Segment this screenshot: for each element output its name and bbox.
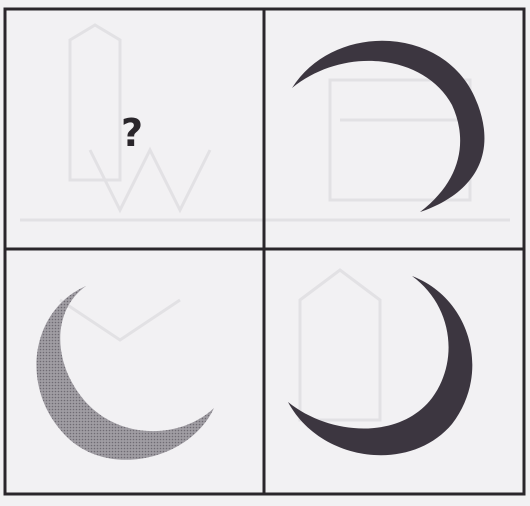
crescent-bottom-right [288, 276, 473, 456]
crescent-bottom-left [36, 286, 215, 460]
crescent-top-right [292, 40, 485, 212]
grid-lines [3, 7, 526, 496]
question-mark: ? [121, 111, 143, 155]
